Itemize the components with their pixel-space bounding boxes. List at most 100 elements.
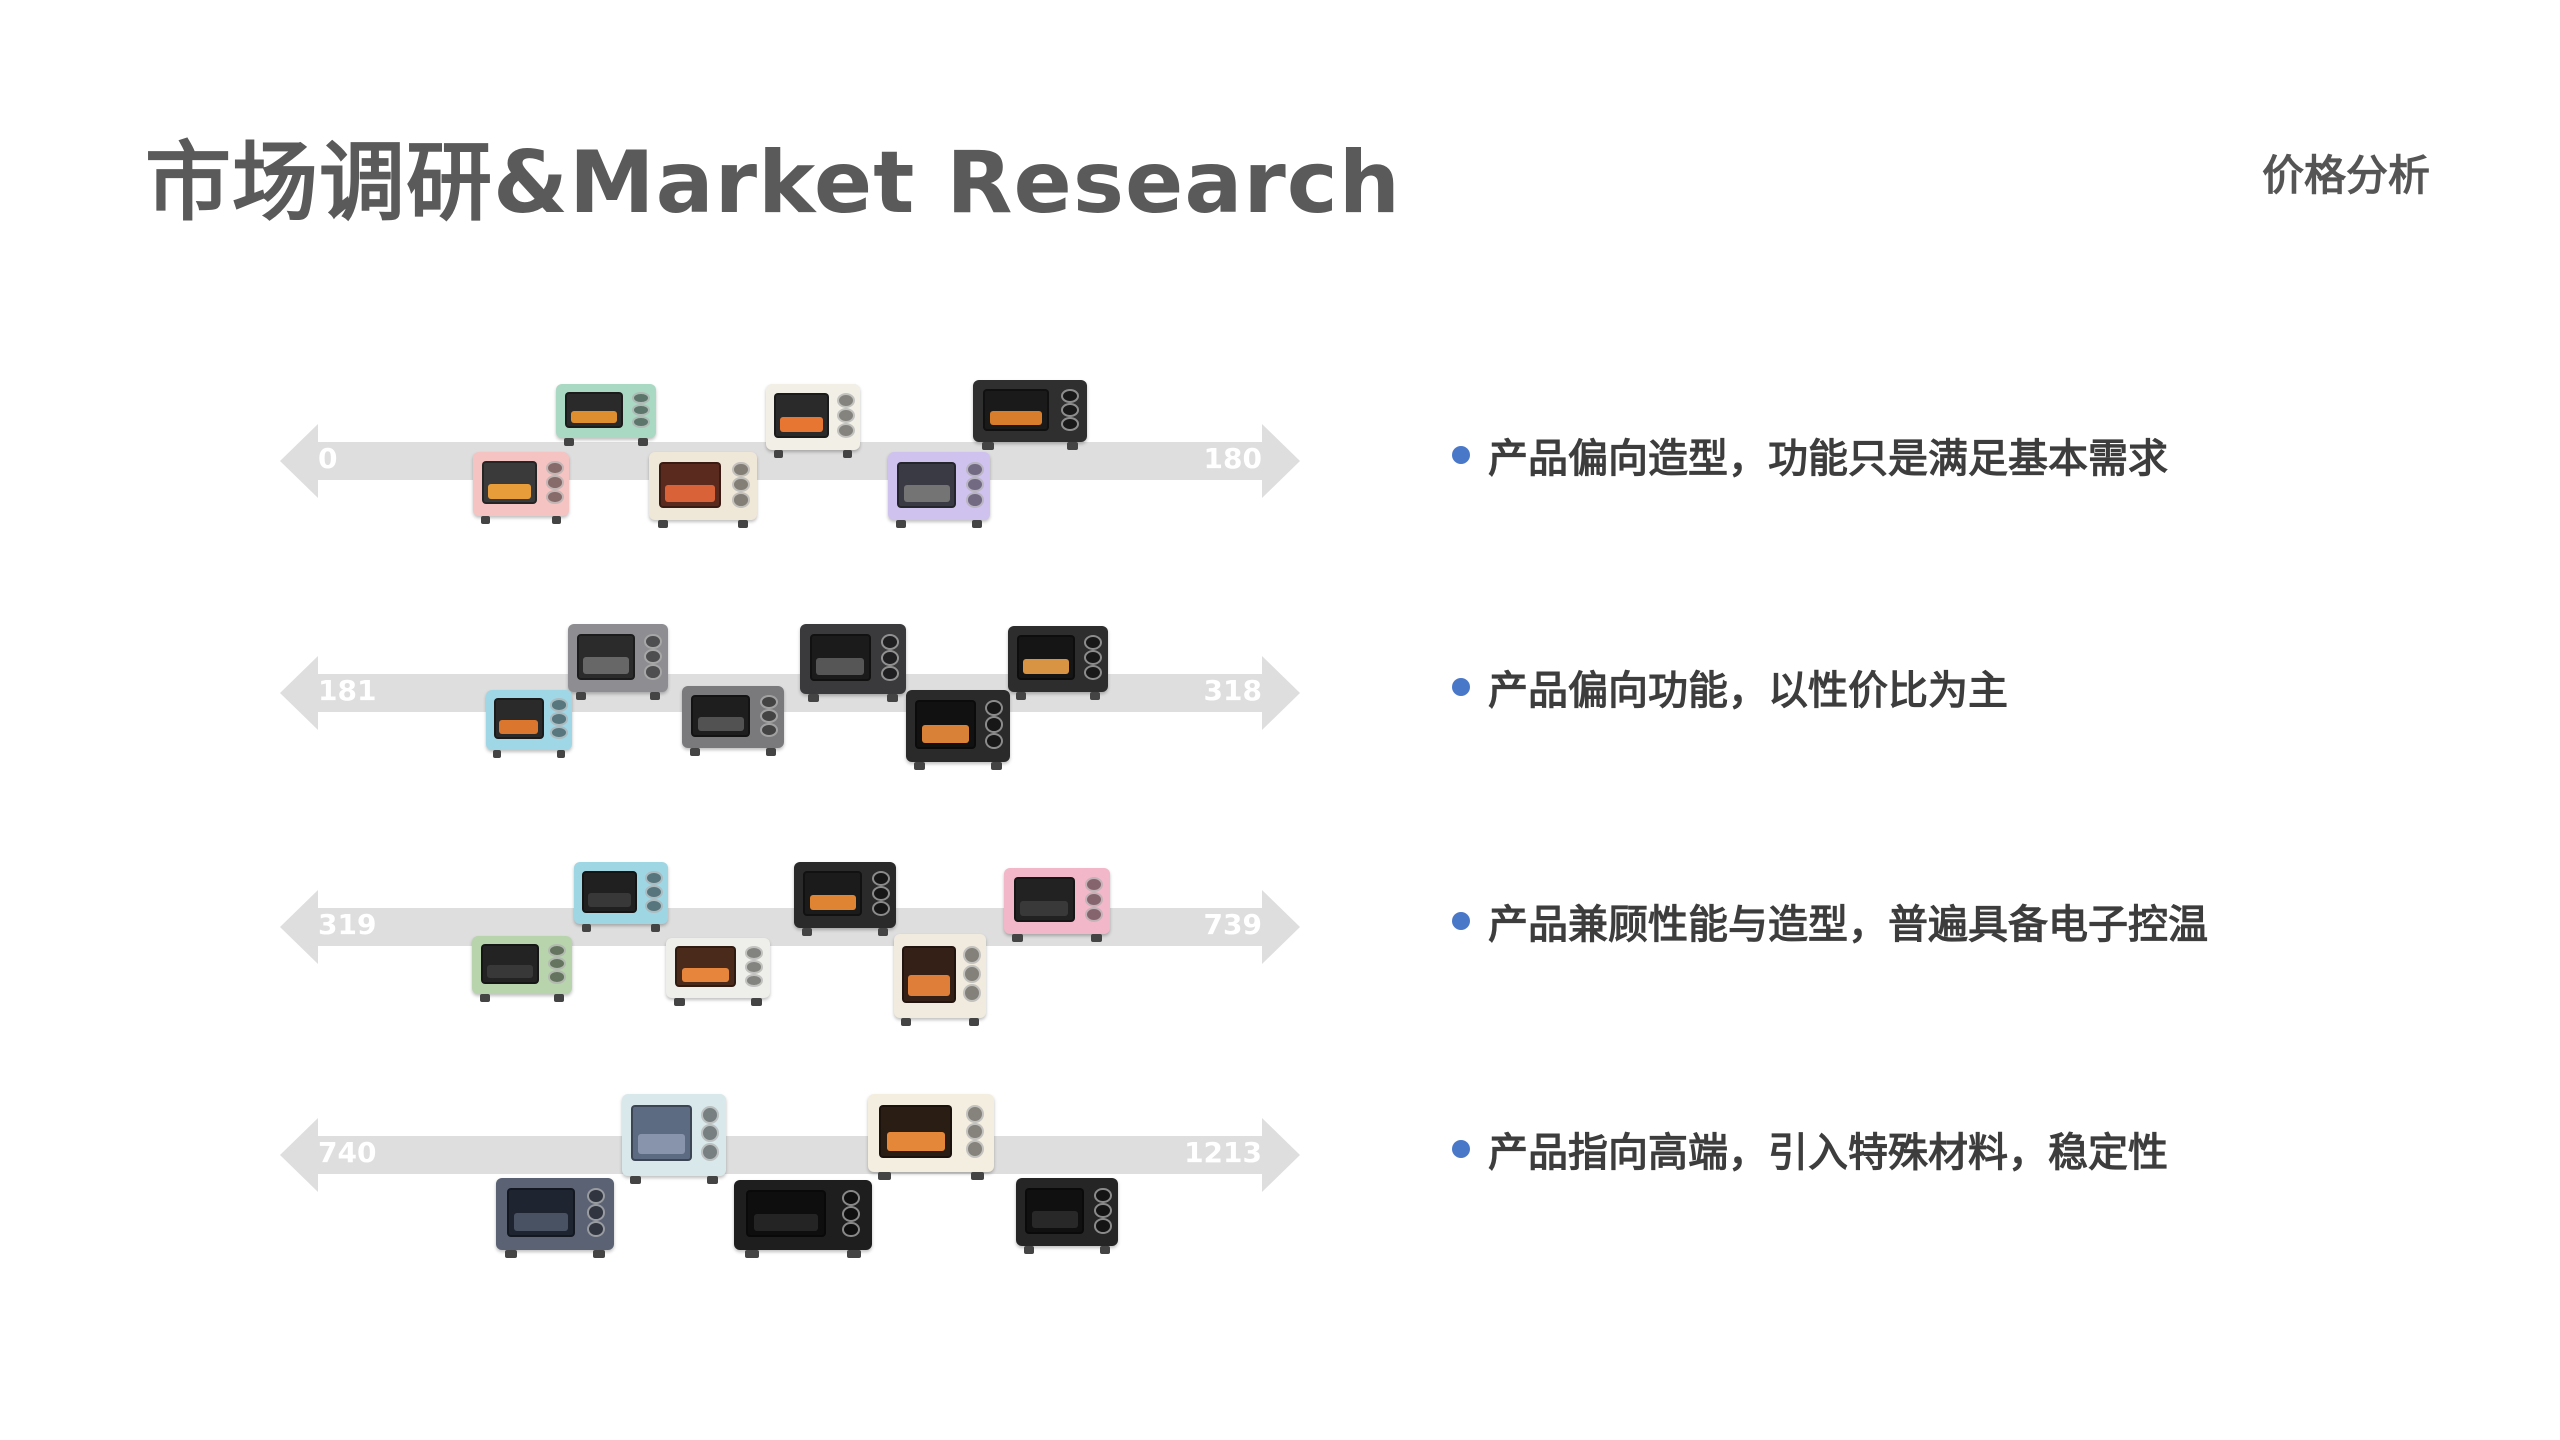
oven-knob-icon [545,489,564,505]
oven-control-panel [701,1105,720,1161]
oven-knob-icon [1093,1218,1112,1234]
oven-foot [576,692,586,700]
oven-foot [690,748,701,756]
oven-knob-icon [881,665,900,682]
oven-glow [886,1132,945,1152]
oven-control-panel [1060,388,1081,431]
oven-foot [751,998,762,1006]
oven-window [658,461,722,508]
oven-control-panel [644,633,662,680]
oven-foot [651,924,661,932]
oven-foot [1090,692,1100,700]
oven-knob-icon [731,476,750,493]
oven-knob-icon [1093,1202,1112,1219]
oven-knob-icon [1085,877,1104,893]
oven-glow [1020,900,1069,917]
oven-foot [1090,934,1102,942]
oven-control-panel [745,946,764,988]
oven-knob-icon [1093,1187,1112,1203]
oven-knob-icon [587,1188,606,1205]
oven-image [574,862,668,932]
tier-description: 产品偏向造型，功能只是满足基本需求 [1452,426,2168,484]
oven-foot [492,750,502,758]
oven-knob-icon [836,393,855,409]
oven-glow [1023,658,1069,675]
oven-foot [657,520,669,528]
oven-glow [908,975,950,996]
oven-image [734,1180,872,1258]
oven-foot [878,1172,891,1180]
oven-foot [982,442,994,450]
bullet-icon [1452,446,1470,464]
range-min-label: 0 [318,442,338,475]
oven-glow [1031,1211,1078,1228]
oven-control-panel [871,871,890,917]
oven-window [1013,877,1075,923]
oven-glow [990,410,1043,426]
oven-image [888,452,990,528]
oven-knob-icon [548,957,566,971]
oven-knob-icon [836,423,855,439]
oven-knob-icon [1085,907,1104,923]
oven-foot [556,750,566,758]
oven-window [809,633,871,682]
oven-foot [638,438,648,446]
oven-glow [487,964,533,979]
oven-window [493,698,544,740]
oven-window [746,1189,827,1238]
bullet-icon [1452,912,1470,930]
oven-foot [802,928,813,936]
oven-knob-icon [871,886,890,902]
oven-foot [773,450,783,458]
range-min-label: 740 [318,1136,377,1169]
oven-knob-icon [745,973,764,988]
price-range-arrow: 319 739 [280,890,1300,964]
oven-knob-icon [745,946,764,960]
oven-glow [487,483,532,499]
oven-image [766,384,860,458]
oven-knob-icon [985,700,1004,717]
oven-foot [991,762,1002,770]
oven-control-panel [1085,877,1104,923]
page-title: 市场调研&Market Research [145,133,1401,233]
oven-knob-icon [966,1140,985,1158]
oven-window [983,388,1050,431]
oven-knob-icon [731,492,750,508]
oven-foot [630,1176,641,1184]
oven-knob-icon [644,870,663,885]
oven-control-panel [545,460,564,505]
oven-image [906,690,1010,770]
oven-glow [681,967,730,982]
oven-knob-icon [548,944,566,958]
oven-glow [903,485,950,502]
oven-foot [650,692,660,700]
tier-description-text: 产品指向高端，引入特殊材料，稳定性 [1488,1130,2168,1176]
oven-knob-icon [966,1122,985,1141]
oven-knob-icon [550,698,569,712]
oven-control-panel [965,461,984,508]
oven-knob-icon [759,694,778,709]
oven-control-panel [1093,1187,1112,1234]
tier-description-text: 产品兼顾性能与造型，普遍具备电子控温 [1488,902,2208,948]
oven-foot [877,928,888,936]
oven-foot [581,924,591,932]
range-max-label: 180 [1203,442,1262,475]
oven-glow [921,725,970,743]
oven-window [1017,635,1075,681]
oven-window [915,700,976,750]
oven-image [622,1094,726,1184]
double-arrow-shape [280,1118,1300,1192]
oven-window [1025,1187,1085,1234]
oven-knob-icon [1060,416,1079,431]
oven-knob-icon [550,711,569,726]
oven-foot [969,1018,979,1026]
section-label: 价格分析 [2261,151,2430,200]
oven-knob-icon [587,1204,606,1221]
oven-foot [1016,692,1026,700]
oven-window [582,870,637,913]
tier-description-text: 产品偏向功能，以性价比为主 [1488,668,2008,714]
oven-knob-icon [644,648,662,665]
oven-knob-icon [701,1105,720,1124]
oven-glow [513,1213,568,1231]
oven-image [973,380,1087,450]
